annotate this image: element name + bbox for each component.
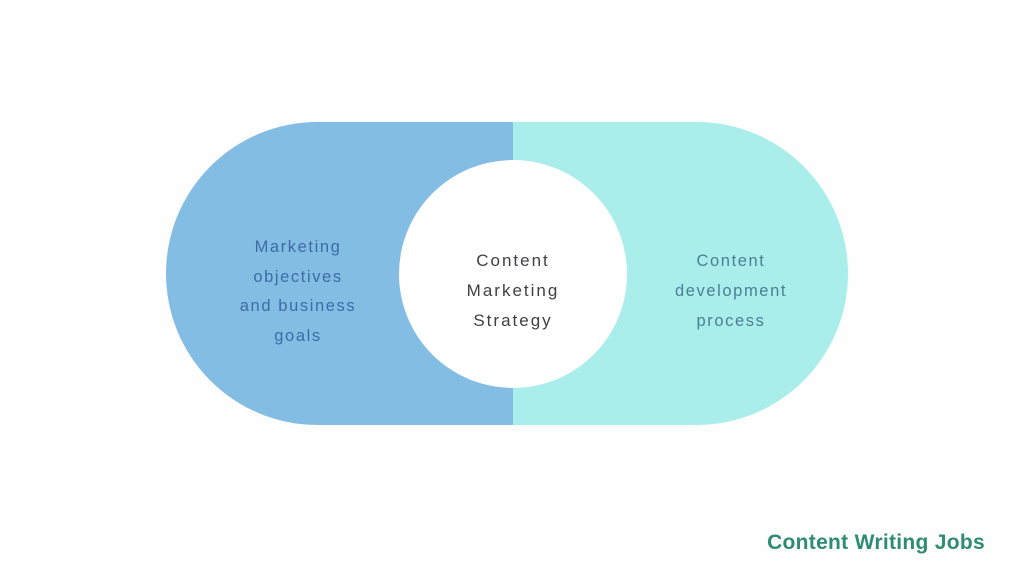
center-label-line-2: Marketing	[466, 281, 560, 300]
left-label-line-3: and business	[239, 297, 357, 315]
left-label-line-1: Marketing	[254, 238, 342, 256]
center-circle-label: Content Marketing Strategy	[399, 246, 627, 336]
center-label-line-1: Content	[476, 251, 550, 270]
left-label-line-2: objectives	[253, 267, 343, 286]
brand-wordmark: Content Writing Jobs	[767, 531, 985, 554]
center-overlap-circle	[399, 160, 627, 388]
right-region-label: Content development process	[598, 246, 864, 336]
left-region-label: Marketing objectives and business goals	[165, 233, 431, 351]
right-label-line-3: process	[696, 312, 766, 330]
right-label-line-2: development	[674, 282, 788, 300]
right-label-line-1: Content	[696, 252, 766, 270]
left-label-line-4: goals	[274, 326, 322, 345]
center-label-line-3: Strategy	[473, 311, 553, 330]
